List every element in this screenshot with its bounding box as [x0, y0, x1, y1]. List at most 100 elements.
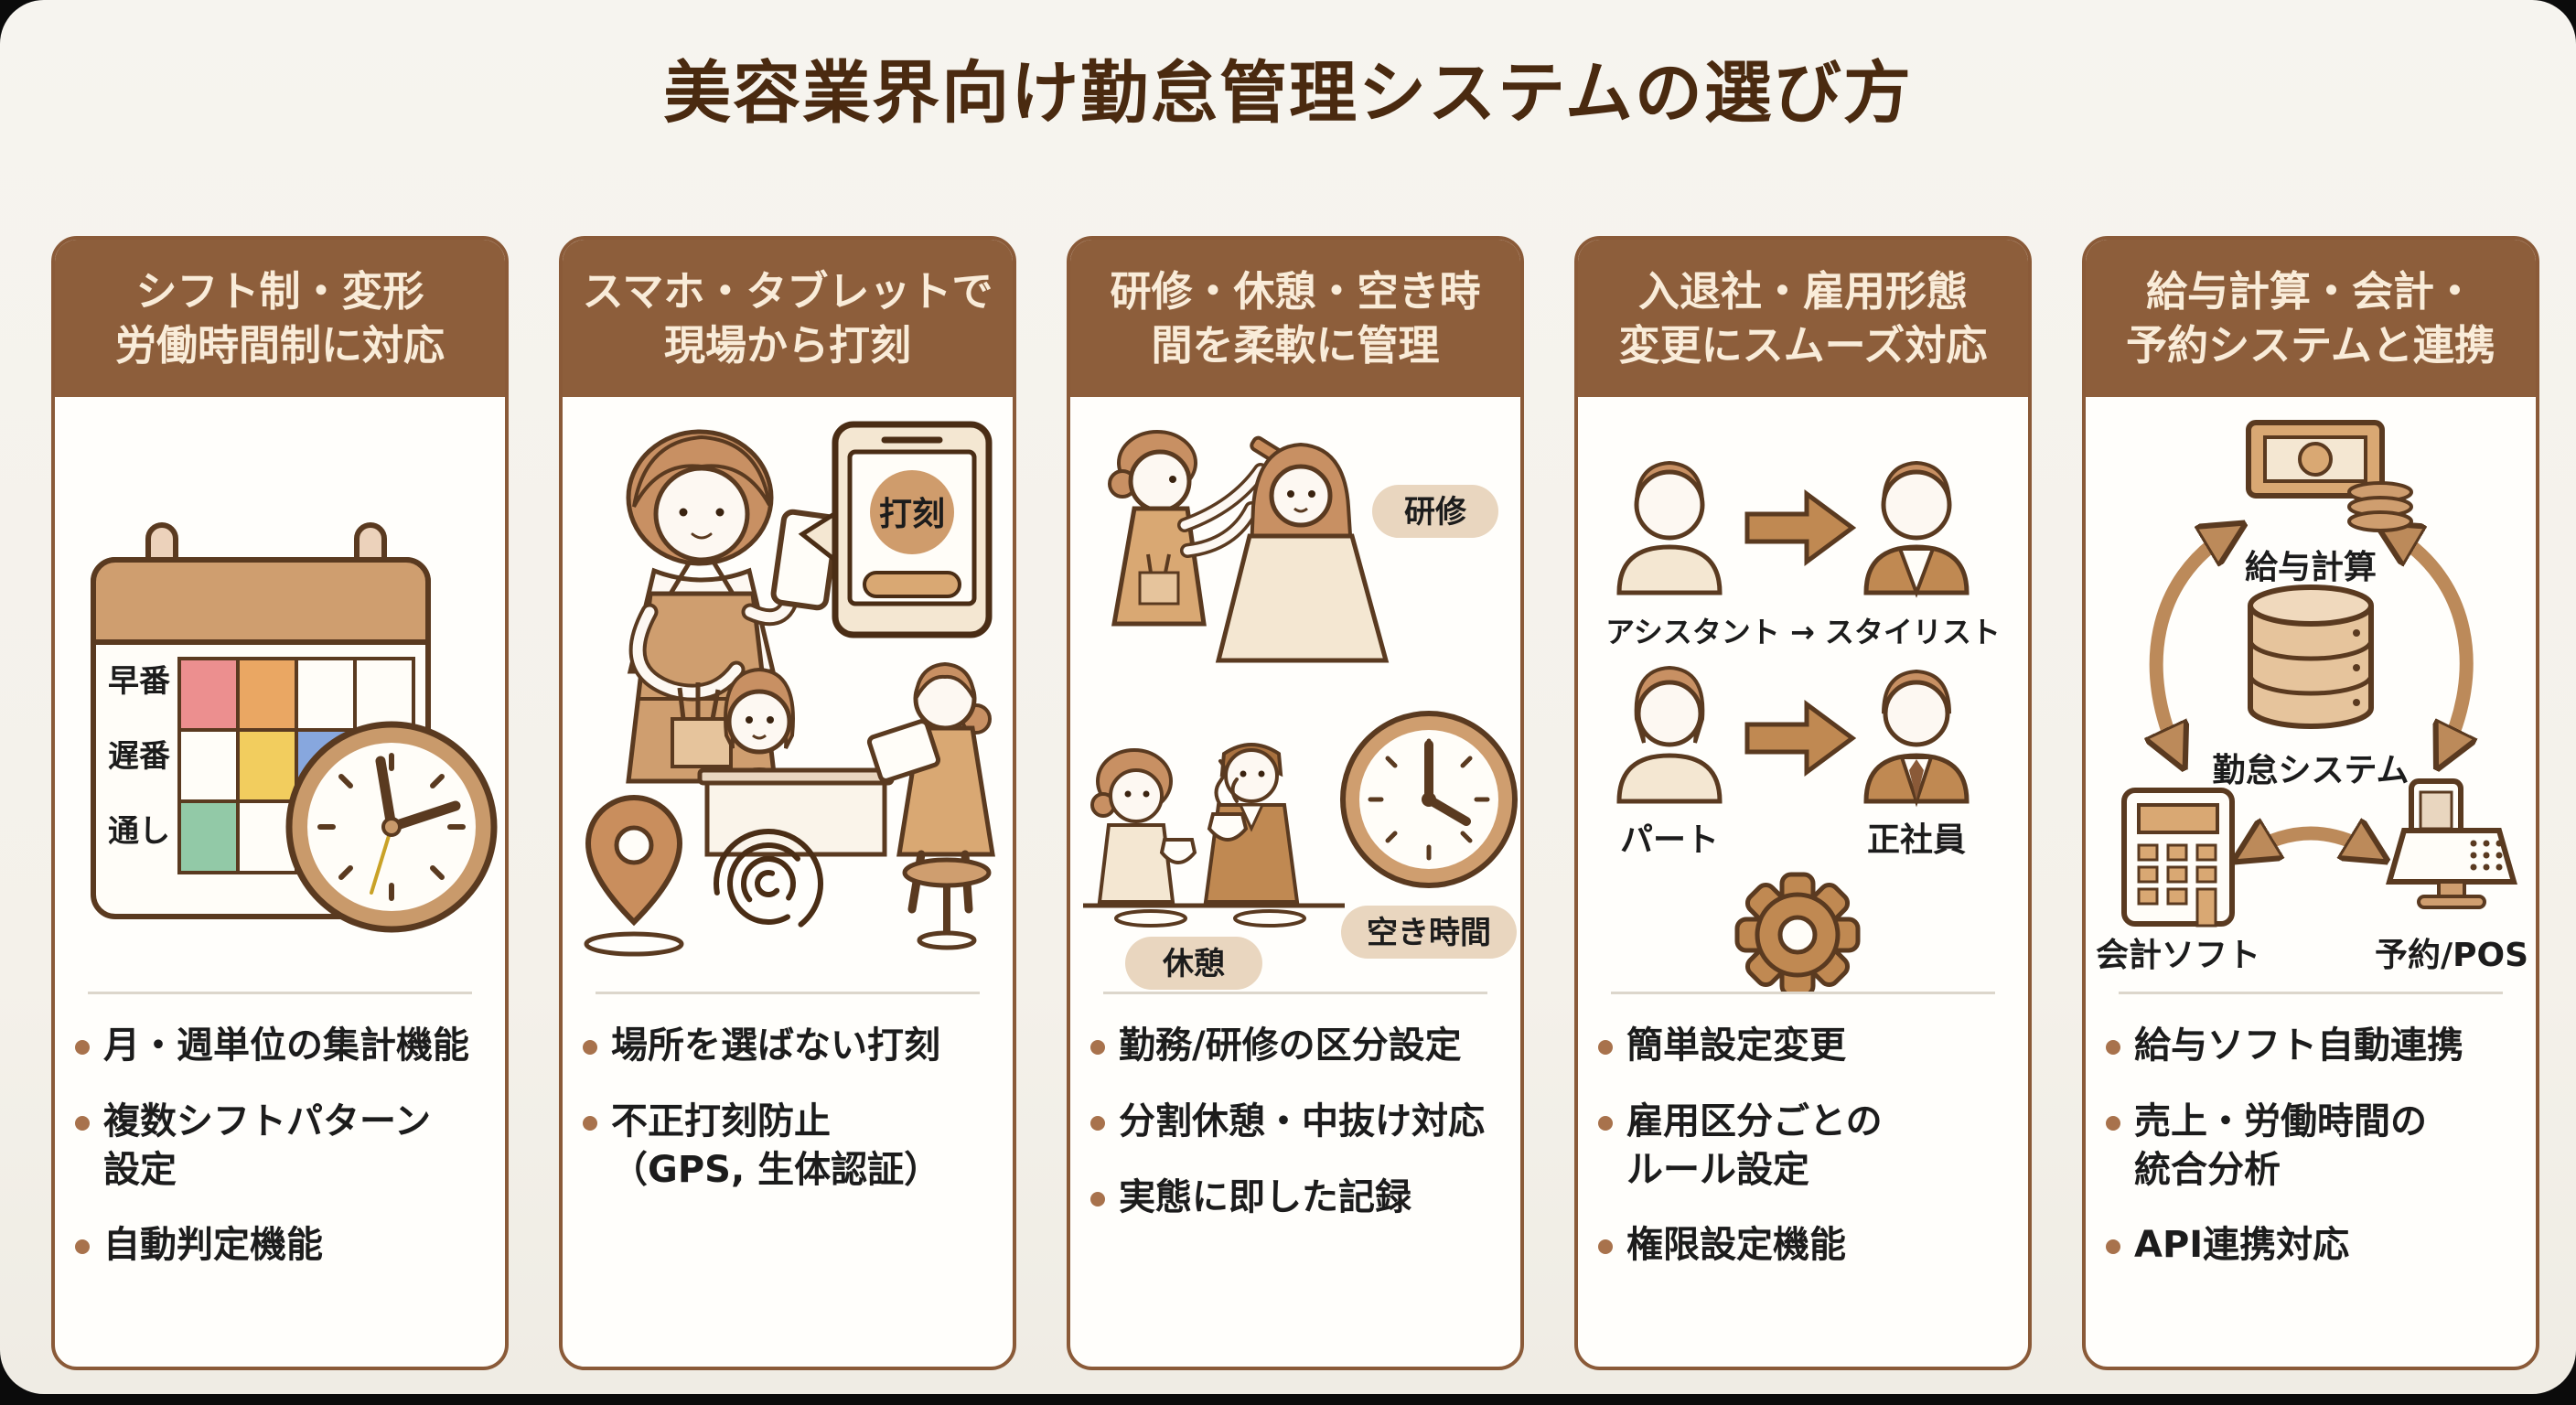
gps-pin-icon: [584, 794, 684, 957]
list-item: 複数シフトパターン 設定: [75, 1098, 485, 1195]
shift-calendar-illustration: 早番 遅番 通し: [55, 397, 505, 992]
bullet-dot-icon: [1090, 1191, 1105, 1207]
calendar-row-label: 通し: [108, 813, 170, 850]
fingerprint-icon: [714, 829, 823, 938]
tag-training: 研修: [1372, 485, 1498, 538]
payroll-money-icon: [2246, 420, 2413, 532]
full-timer-label: 正社員: [1867, 821, 1966, 859]
card-divider: [1103, 992, 1487, 994]
card-employment-change: 入退社・雇用形態 変更にスムーズ対応 アシスタント →: [1574, 236, 2032, 1370]
mobile-clockin-illustration: 打刻: [563, 397, 1013, 992]
clockin-speech-bubble: 打刻: [798, 421, 993, 638]
svg-text:休憩: 休憩: [1162, 946, 1225, 982]
list-item: 勤務/研修の区分設定: [1090, 1022, 1500, 1070]
list-item: 実態に即した記録: [1090, 1174, 1500, 1222]
card-flexible-time: 研修・休憩・空き時 間を柔軟に管理: [1067, 236, 1524, 1370]
integration-cycle-graphic: 給与計算 勤怠システム: [2096, 420, 2528, 974]
list-item: 場所を選ばない打刻: [583, 1022, 993, 1070]
booking-pos-label: 予約/POS: [2375, 937, 2528, 974]
bullet-dot-icon: [75, 1239, 90, 1255]
cycle-arrow-bottom: [2249, 833, 2373, 853]
bullet-dot-icon: [583, 1040, 597, 1055]
accounting-software-label: 会計ソフト: [2096, 937, 2260, 974]
bullet-dot-icon: [583, 1115, 597, 1131]
list-item: 売上・労働時間の 統合分析: [2106, 1098, 2516, 1195]
page-title: 美容業界向け勤怠管理システムの選び方: [663, 54, 1913, 133]
clockin-button-label: 打刻: [879, 496, 945, 533]
assistant-avatar: [1616, 460, 1723, 595]
transition-label: アシスタント → スタイリスト: [1605, 615, 2001, 649]
list-item: 簡単設定変更: [1598, 1022, 2008, 1070]
flexible-time-illustration: 研修: [1070, 397, 1520, 992]
bullet-dot-icon: [1598, 1115, 1613, 1131]
clock-icon: [285, 721, 498, 933]
full-timer-avatar: [1863, 669, 1970, 808]
card-shift-support: シフト制・変形 労働時間制に対応 早番 遅番 通し: [51, 236, 509, 1370]
card-header: スマホ・タブレットで 現場から打刻: [563, 240, 1013, 397]
feature-list: 勤務/研修の区分設定 分割休憩・中抜け対応 実態に即した記録: [1070, 1022, 1520, 1249]
reception-scene: [697, 661, 995, 950]
feature-list: 場所を選ばない打刻 不正打刻防止 （GPS, 生体認証）: [563, 1022, 1013, 1221]
calculator-icon: [2121, 788, 2235, 928]
integration-cycle-illustration: 給与計算 勤怠システム: [2086, 397, 2536, 992]
svg-text:研修: 研修: [1404, 494, 1467, 531]
bullet-dot-icon: [2106, 1115, 2120, 1131]
list-item: 給与ソフト自動連携: [2106, 1022, 2516, 1070]
card-header: 研修・休憩・空き時 間を柔軟に管理: [1070, 240, 1520, 397]
cycle-arrow-left: [2156, 532, 2230, 754]
feature-list: 給与ソフト自動連携 売上・労働時間の 統合分析 API連携対応: [2086, 1022, 2536, 1297]
feature-list: 簡単設定変更 雇用区分ごとの ルール設定 権限設定機能: [1578, 1022, 2028, 1297]
payroll-label: 給与計算: [2245, 549, 2377, 586]
employment-change-illustration: アシスタント → スタイリスト パート 正: [1578, 397, 2028, 992]
arrow-right-icon: [1744, 700, 1857, 777]
employment-transition-graphic: アシスタント → スタイリスト パート 正: [1605, 460, 2001, 992]
calendar-row-label: 早番: [108, 663, 171, 700]
time-categories-graphic: 研修: [1083, 430, 1518, 990]
list-item: 不正打刻防止 （GPS, 生体認証）: [583, 1098, 993, 1195]
pos-terminal-icon: [2386, 778, 2517, 909]
list-item: API連携対応: [2106, 1221, 2516, 1270]
calendar-icon: 早番 遅番 通し: [91, 522, 431, 919]
bullet-dot-icon: [2106, 1040, 2120, 1055]
stylist-avatar: [1863, 460, 1970, 598]
bullet-dot-icon: [75, 1115, 90, 1131]
bullet-dot-icon: [1090, 1040, 1105, 1055]
tag-break: 休憩: [1125, 937, 1262, 990]
calendar-row-label: 遅番: [108, 738, 171, 775]
clock-icon: [1340, 711, 1518, 888]
list-item: 分割休憩・中抜け対応: [1090, 1098, 1500, 1146]
tag-idle-time: 空き時間: [1341, 906, 1517, 959]
card-mobile-clockin: スマホ・タブレットで 現場から打刻: [559, 236, 1016, 1370]
break-scene: [1083, 743, 1345, 928]
card-system-integration: 給与計算・会計・ 予約システムと連携: [2082, 236, 2539, 1370]
bullet-dot-icon: [2106, 1239, 2120, 1255]
list-item: 権限設定機能: [1598, 1221, 2008, 1270]
bullet-dot-icon: [1598, 1040, 1613, 1055]
list-item: 自動判定機能: [75, 1221, 485, 1270]
part-timer-label: パート: [1620, 821, 1719, 859]
clockin-scene-graphic: 打刻: [584, 421, 995, 957]
part-timer-avatar: [1616, 665, 1723, 804]
card-divider: [2119, 992, 2503, 994]
bullet-dot-icon: [75, 1040, 90, 1055]
card-row: シフト制・変形 労働時間制に対応 早番 遅番 通し: [51, 236, 2539, 1370]
card-header: 給与計算・会計・ 予約システムと連携: [2086, 240, 2536, 397]
card-divider: [596, 992, 980, 994]
attendance-system-label: 勤怠システム: [2213, 752, 2410, 789]
calendar-clock-graphic: 早番 遅番 通し: [91, 522, 498, 933]
svg-text:空き時間: 空き時間: [1367, 915, 1491, 951]
training-scene: [1108, 430, 1390, 663]
feature-list: 月・週単位の集計機能 複数シフトパターン 設定 自動判定機能: [55, 1022, 505, 1297]
cycle-arrow-right: [2391, 532, 2466, 754]
card-divider: [88, 992, 472, 994]
card-header: 入退社・雇用形態 変更にスムーズ対応: [1578, 240, 2028, 397]
attendance-database-icon: [2248, 585, 2374, 729]
list-item: 月・週単位の集計機能: [75, 1022, 485, 1070]
card-header: シフト制・変形 労働時間制に対応: [55, 240, 505, 397]
list-item: 雇用区分ごとの ルール設定: [1598, 1098, 2008, 1195]
card-divider: [1611, 992, 1995, 994]
bullet-dot-icon: [1090, 1115, 1105, 1131]
bullet-dot-icon: [1598, 1239, 1613, 1255]
arrow-right-icon: [1744, 489, 1857, 566]
